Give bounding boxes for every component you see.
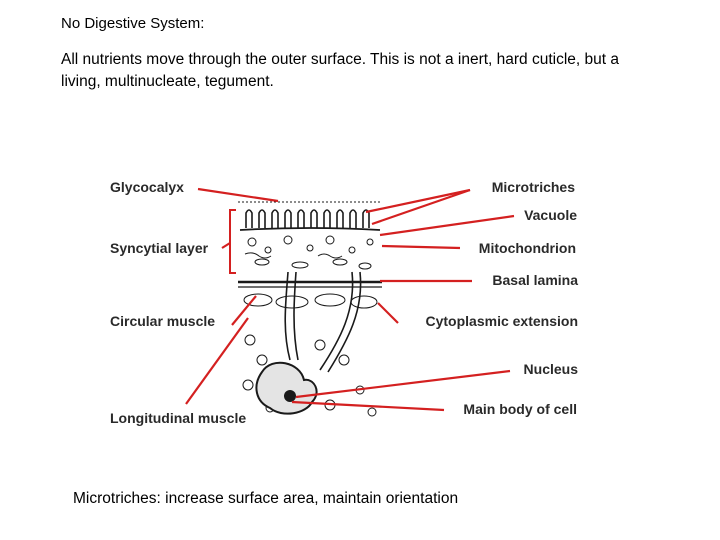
label-circular-muscle: Circular muscle [110,313,215,329]
leader-lines [185,187,515,412]
label-basal-lamina: Basal lamina [492,272,578,288]
label-longitudinal-muscle: Longitudinal muscle [110,410,246,426]
cell-nucleus [284,390,296,402]
syncytial-texture [244,235,374,270]
syncytial-bracket [229,209,236,274]
cell-body [255,361,318,415]
label-microtriches: Microtriches [492,179,575,195]
cytoplasmic-extensions [284,271,362,373]
label-glycocalyx: Glycocalyx [110,179,184,195]
label-mitochondrion: Mitochondrion [479,240,576,256]
label-cytoplasmic-extension: Cytoplasmic extension [426,313,579,329]
tegument-drawing [229,201,382,417]
longitudinal-muscle [242,334,377,417]
circular-muscle-band [243,293,378,309]
label-syncytial-layer: Syncytial layer [110,240,209,256]
slide-body-text: All nutrients move through the outer sur… [61,51,620,90]
label-vacuole: Vacuole [524,207,577,223]
slide-title: No Digestive System: [61,15,205,32]
label-main-body-of-cell: Main body of cell [463,401,577,417]
microtriches-row [245,209,370,228]
label-nucleus: Nucleus [524,361,579,377]
slide-footer-text: Microtriches: increase surface area, mai… [73,490,459,507]
